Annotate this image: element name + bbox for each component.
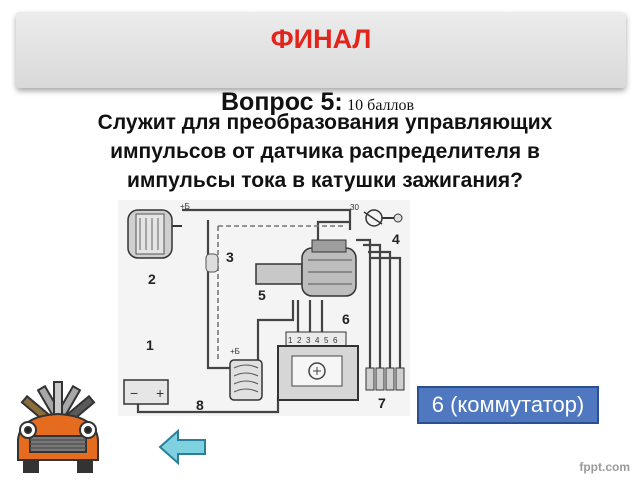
battery-plus-label: + (156, 385, 164, 401)
slide-title: ФИНАЛ (270, 24, 372, 54)
sensor-element (205, 253, 219, 273)
ignition-switch (363, 209, 403, 227)
callout-6: 6 (342, 311, 350, 327)
answer-button[interactable]: 6 (коммутатор) (417, 386, 599, 424)
ignition-system-diagram: − + +Б +Б 30 1 2 3 4 5 6 1 2 3 4 5 6 7 8 (118, 200, 410, 416)
watermark: fppt.com (579, 460, 630, 474)
callout-8: 8 (196, 397, 204, 413)
callout-3: 3 (226, 249, 234, 265)
terminal-pin-5: 5 (324, 336, 329, 345)
commutator (277, 331, 359, 401)
question-line-1: Служит для преобразования управляющих (97, 111, 553, 134)
terminal-pin-6: 6 (333, 336, 338, 345)
terminal-pin-4: 4 (315, 336, 320, 345)
terminal-pin-1: 1 (288, 336, 293, 345)
question-line-2: импульсов от датчика распределителя в (110, 140, 540, 163)
generator (127, 209, 182, 259)
distributor (255, 239, 357, 297)
terminal-b-top-label: +Б (180, 202, 190, 211)
callout-7: 7 (378, 395, 386, 411)
callout-4: 4 (392, 231, 400, 247)
callout-1: 1 (146, 337, 154, 353)
terminal-b-coil-label: +Б (230, 347, 240, 356)
question-heading: Вопрос 5: 10 баллов (221, 88, 414, 117)
callout-2: 2 (148, 271, 156, 287)
ignition-coil (229, 359, 263, 401)
callout-5: 5 (258, 287, 266, 303)
spark-plugs (365, 367, 405, 391)
slide-header: ФИНАЛ Вопрос 5: 10 баллов (16, 12, 626, 116)
battery-minus-label: − (130, 385, 138, 401)
terminal-30-label: 30 (350, 203, 359, 212)
battery: − + (123, 379, 169, 405)
question-line-3: импульсы тока в катушки зажигания? (126, 169, 523, 192)
terminal-pin-2: 2 (297, 336, 302, 345)
question-text: Служит для преобразования управляющих им… (30, 108, 620, 195)
back-arrow-icon[interactable] (158, 428, 208, 466)
question-points: 10 баллов (347, 97, 415, 114)
mechanic-car-icon (17, 381, 99, 473)
terminal-pin-3: 3 (306, 336, 311, 345)
question-label: Вопрос 5: (221, 88, 343, 116)
